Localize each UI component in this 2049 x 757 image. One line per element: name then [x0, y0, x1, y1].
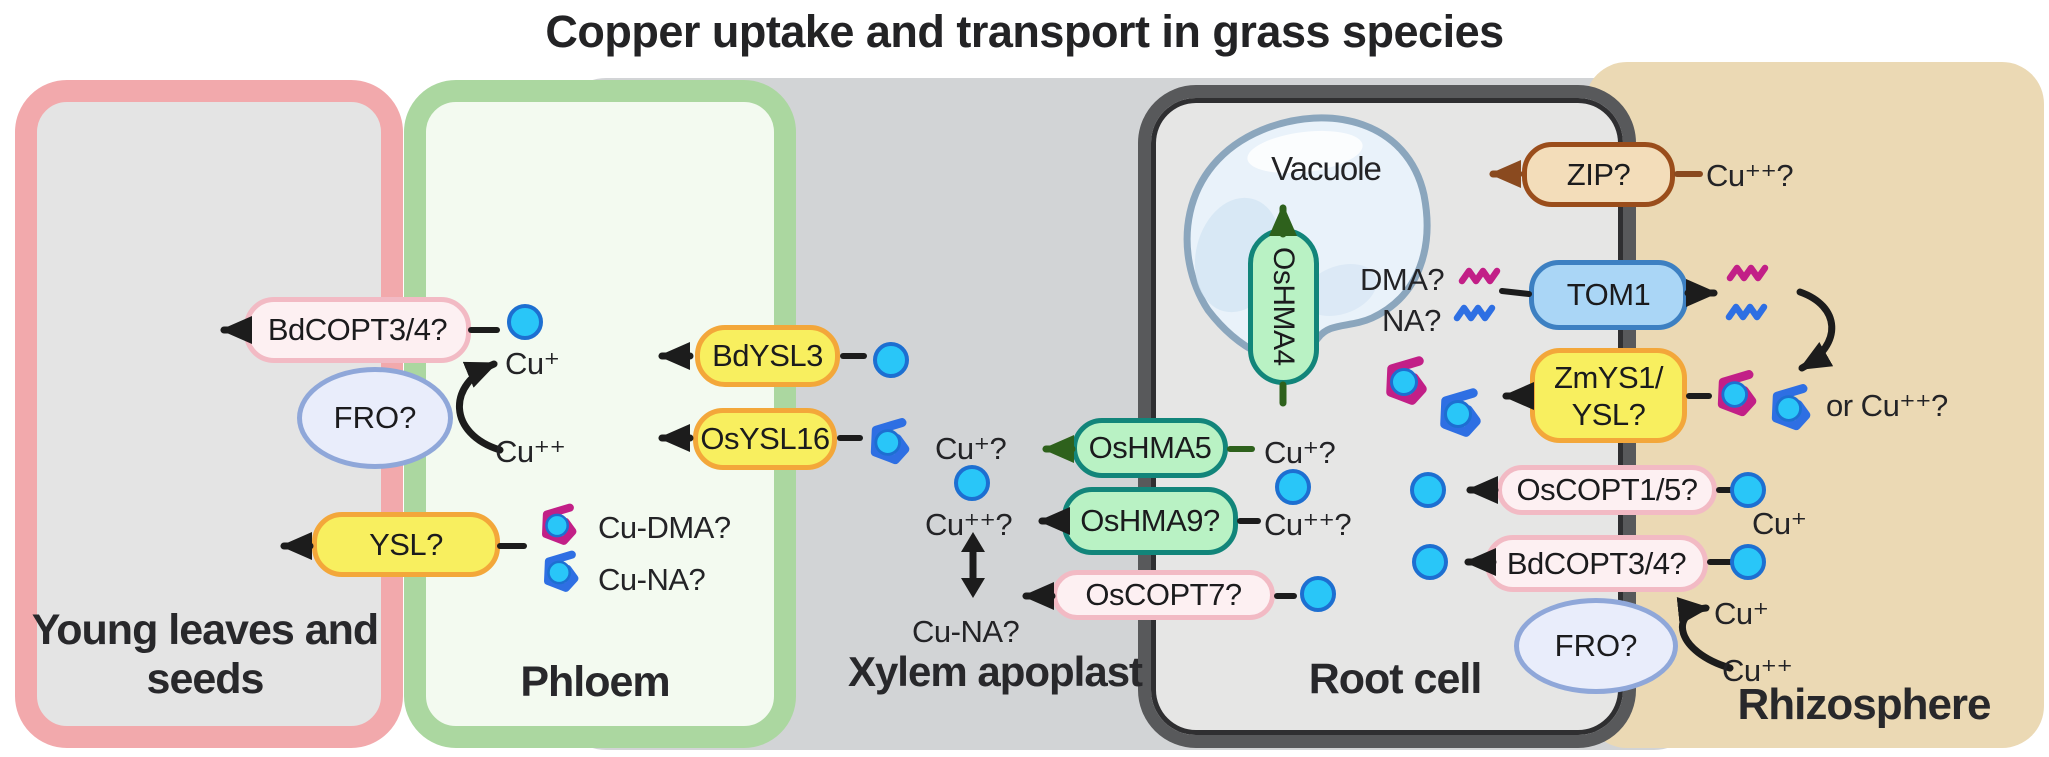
transporter-zmys1-line2: YSL?: [1571, 396, 1646, 432]
phloem-label: Phloem: [520, 658, 670, 706]
label-rhizo-zip-cu2: Cu⁺⁺?: [1706, 158, 1794, 193]
label-root-cu1: Cu⁺?: [1264, 435, 1336, 470]
label-rhizo-cu1-bottom: Cu⁺: [1714, 596, 1769, 631]
label-root-dma: DMA?: [1360, 262, 1445, 297]
label-rhizo-cu2-bottom: Cu⁺⁺: [1722, 653, 1793, 688]
transporter-bdcopt34-leaf: BdCOPT3/4?: [244, 297, 471, 363]
transporter-osysl16: OsYSL16: [693, 408, 837, 470]
rhizosphere-label: Rhizosphere: [1737, 680, 1991, 729]
transporter-oshma5: OsHMA5: [1072, 418, 1228, 478]
transporter-ysl-leaf: YSL?: [312, 512, 500, 577]
label-xylem-cu1: Cu⁺?: [935, 431, 1007, 466]
transporter-tom1: TOM1: [1529, 260, 1688, 330]
transporter-oscopt7: OsCOPT7?: [1052, 570, 1275, 620]
transporter-oscopt15: OsCOPT1/5?: [1497, 465, 1717, 515]
transporter-oshma9: OsHMA9?: [1062, 487, 1238, 555]
label-phloem-cu-na: Cu-NA?: [598, 562, 706, 597]
transporter-oshma4: OsHMA4: [1248, 228, 1319, 385]
label-rhizo-cu1-mid: Cu⁺: [1752, 506, 1807, 541]
diagram-title: Copper uptake and transport in grass spe…: [545, 6, 1504, 57]
transporter-bdcopt34-root: BdCOPT3/4?: [1485, 535, 1708, 592]
enzyme-fro-root: FRO?: [1514, 598, 1678, 694]
young-leaves-label: Young leaves and seeds: [31, 606, 379, 703]
label-rhizo-or-cu2: or Cu⁺⁺?: [1826, 388, 1948, 423]
transporter-zmys1-ysl: ZmYS1/ YSL?: [1530, 348, 1687, 443]
transporter-zmys1-line1: ZmYS1/: [1554, 359, 1663, 395]
label-phloem-cu-dma: Cu-DMA?: [598, 510, 731, 545]
label-phloem-cu1: Cu⁺: [505, 346, 560, 381]
label-root-na: NA?: [1382, 303, 1441, 338]
transporter-bdysl3: BdYSL3: [695, 325, 840, 387]
vacuole-label: Vacuole: [1271, 150, 1382, 187]
label-xylem-cu-na: Cu-NA?: [912, 614, 1020, 649]
xylem-apoplast-label: Xylem apoplast: [847, 648, 1143, 695]
enzyme-fro-leaf: FRO?: [297, 367, 453, 469]
label-phloem-cu2: Cu⁺⁺: [495, 434, 566, 469]
label-root-cu2: Cu⁺⁺?: [1264, 507, 1352, 542]
transporter-zip: ZIP?: [1522, 142, 1675, 207]
root-cell-label: Root cell: [1308, 655, 1483, 703]
label-xylem-cu2: Cu⁺⁺?: [925, 507, 1013, 542]
